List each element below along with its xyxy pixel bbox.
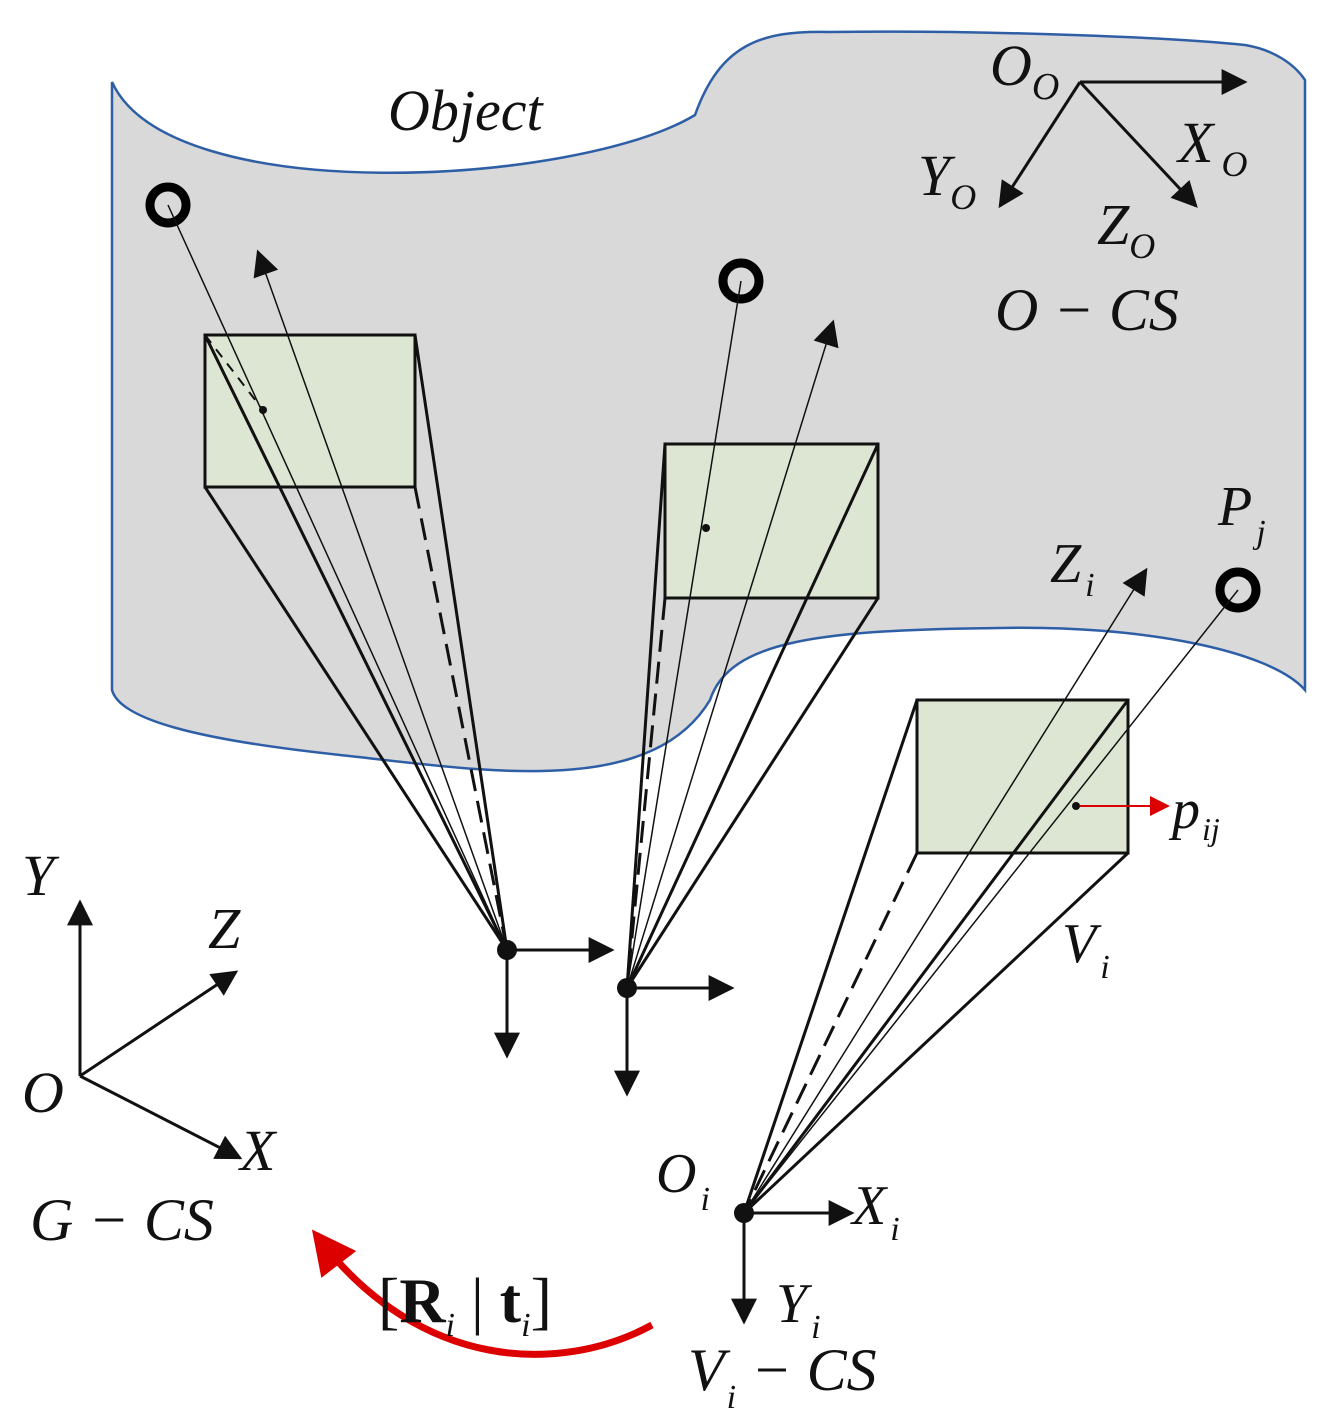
image-plane-i: [915, 698, 1130, 855]
transform-label: [Ri | ti]: [378, 1265, 552, 1344]
global-y-label: Y: [22, 843, 60, 908]
image-point-pij-label: pij: [1168, 779, 1220, 847]
camera-1: [167, 204, 615, 1059]
camera-i: [731, 567, 1239, 1325]
object-frame-name: O − CS: [995, 277, 1179, 343]
transform-arrow: [311, 1229, 654, 1358]
object-frame-axes: [998, 69, 1248, 209]
object-label: Object: [388, 78, 544, 143]
camera-frame-name: Vi − CS: [688, 1337, 877, 1416]
object-y-label: YO: [918, 143, 976, 217]
global-z-label: Z: [208, 896, 241, 961]
image-plane-1: [203, 333, 417, 489]
camera-2: [614, 280, 880, 1097]
object-surface: [110, 30, 1307, 773]
target-marker-pj: [1215, 567, 1261, 613]
image-point-pij: [1072, 802, 1080, 810]
object-origin-label: OO: [990, 33, 1059, 108]
global-frame-name: G − CS: [30, 1187, 214, 1253]
global-frame-axes: [67, 899, 243, 1160]
object-z-label: ZO: [1097, 192, 1155, 266]
target-marker-middle: [718, 258, 764, 304]
global-x-label: X: [238, 1118, 278, 1183]
target-marker-left: [145, 182, 191, 228]
global-origin-label: O: [22, 1060, 64, 1125]
